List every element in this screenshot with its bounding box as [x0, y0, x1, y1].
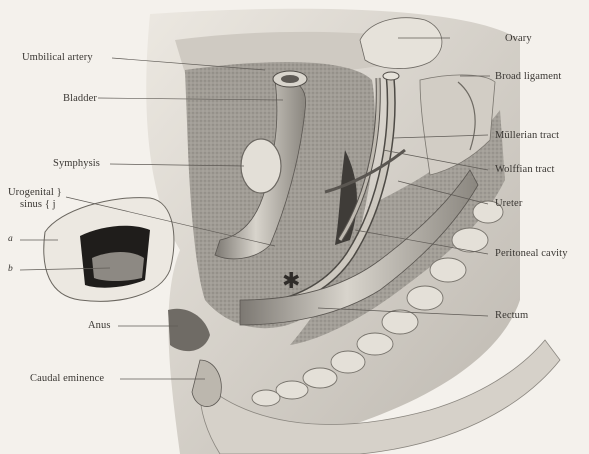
label-mullerian-tract: Müllerian tract: [495, 130, 559, 141]
label-b: b: [8, 264, 13, 275]
label-urogenital-sinus-1: Urogenital }: [8, 187, 62, 198]
label-wolffian-tract: Wolffian tract: [495, 164, 555, 175]
label-caudal-eminence: Caudal eminence: [30, 373, 104, 384]
label-broad-ligament: Broad ligament: [495, 71, 561, 82]
label-ovary: Ovary: [505, 33, 532, 44]
label-rectum: Rectum: [495, 310, 528, 321]
label-umbilical-artery: Umbilical artery: [22, 52, 93, 63]
symphysis-shape: [241, 139, 281, 193]
label-bladder: Bladder: [63, 93, 97, 104]
urogenital-sinus-shape: [44, 198, 174, 302]
label-a: a: [8, 234, 13, 245]
label-symphysis: Symphysis: [53, 158, 100, 169]
label-urogenital-sinus-2: sinus { j: [20, 199, 56, 210]
label-anus: Anus: [88, 320, 111, 331]
label-peritoneal-cavity: Peritoneal cavity: [495, 248, 568, 259]
svg-text:✱: ✱: [282, 269, 300, 294]
label-ureter: Ureter: [495, 198, 522, 209]
